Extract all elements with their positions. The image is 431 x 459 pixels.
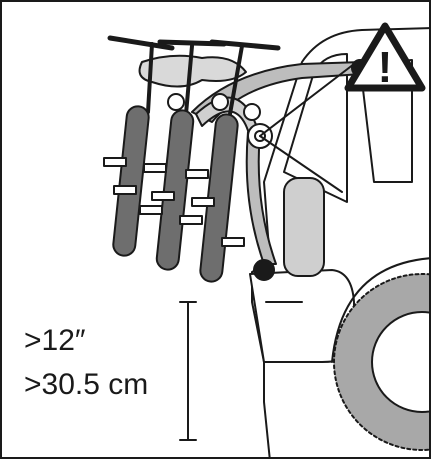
rack-strut	[245, 131, 277, 265]
rack-hook-bottom	[253, 259, 275, 281]
rack-strap-top	[259, 63, 355, 137]
car-tail-light	[283, 177, 325, 277]
rack-strap-side	[259, 135, 343, 193]
car	[249, 27, 429, 457]
bike-saddles	[138, 54, 247, 88]
warning-symbol: !	[378, 43, 393, 92]
height-label-imperial: >12″	[24, 324, 86, 357]
bike-tire-2	[155, 109, 195, 271]
bike-tire-1	[112, 105, 150, 257]
handlebar-1	[107, 35, 175, 51]
bike-pedals	[103, 157, 245, 247]
warning-triangle-icon: !	[344, 22, 426, 92]
height-label-metric: >30.5 cm	[24, 368, 149, 401]
car-wheel-rim	[371, 311, 429, 413]
bike-tire-3	[199, 113, 239, 283]
height-dimension-icon	[179, 301, 197, 441]
bikes	[103, 35, 281, 283]
handlebar-3	[209, 39, 281, 51]
